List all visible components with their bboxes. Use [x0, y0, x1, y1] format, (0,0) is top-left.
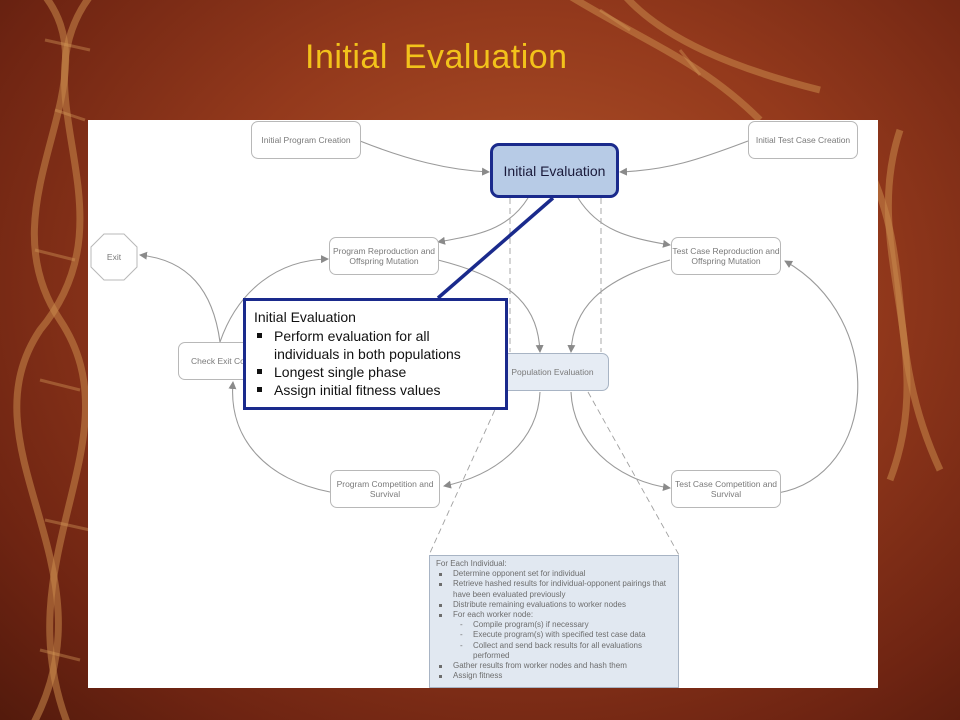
detail-subitem: Collect and send back results for all ev… [436, 641, 672, 661]
detail-list: Determine opponent set for individual Re… [436, 569, 672, 681]
program-reproduction-node: Program Reproduction and Offspring Mutat… [329, 237, 439, 275]
initial-test-case-creation-node: Initial Test Case Creation [748, 121, 858, 159]
initial-evaluation-callout: Initial Evaluation Perform evaluation fo… [243, 298, 508, 410]
detail-item: Determine opponent set for individual [436, 569, 672, 579]
initial-test-case-creation-label: Initial Test Case Creation [755, 135, 851, 145]
initial-program-creation-label: Initial Program Creation [261, 135, 351, 145]
callout-item: Assign initial fitness values [254, 381, 497, 399]
detail-item: Distribute remaining evaluations to work… [436, 600, 672, 610]
exit-node: Exit [90, 233, 138, 281]
program-competition-node: Program Competition and Survival [330, 470, 440, 508]
diagram-connectors [139, 140, 859, 556]
population-evaluation-node: Population Evaluation [496, 353, 609, 391]
initial-evaluation-label: Initial Evaluation [503, 162, 606, 179]
test-case-reproduction-label: Test Case Reproduction and Offspring Mut… [672, 246, 780, 266]
test-case-reproduction-node: Test Case Reproduction and Offspring Mut… [671, 237, 781, 275]
test-case-competition-node: Test Case Competition and Survival [671, 470, 781, 508]
detail-item: For each worker node: [436, 610, 672, 620]
callout-pointer [436, 196, 555, 300]
exit-label: Exit [106, 252, 122, 262]
check-exit-label: Check Exit Co [191, 356, 245, 366]
detail-item: Retrieve hashed results for individual-o… [436, 579, 672, 599]
detail-subitem: Execute program(s) with specified test c… [436, 630, 672, 640]
population-evaluation-label: Population Evaluation [511, 367, 594, 377]
callout-item: Perform evaluation for all individuals i… [254, 327, 497, 363]
callout-title: Initial Evaluation [254, 309, 356, 325]
initial-program-creation-node: Initial Program Creation [251, 121, 361, 159]
detail-heading: For Each Individual: [436, 559, 507, 568]
callout-item: Longest single phase [254, 363, 497, 381]
detail-item: Assign fitness [436, 671, 672, 681]
detail-subitem: Compile program(s) if necessary [436, 620, 672, 630]
program-competition-label: Program Competition and Survival [336, 479, 434, 499]
test-case-competition-label: Test Case Competition and Survival [674, 479, 778, 499]
diagram-panel: Initial Program Creation Initial Test Ca… [88, 120, 878, 688]
initial-evaluation-node: Initial Evaluation [490, 143, 619, 198]
program-reproduction-label: Program Reproduction and Offspring Mutat… [332, 246, 436, 266]
detail-item: Gather results from worker nodes and has… [436, 661, 672, 671]
slide-title: Initial Evaluation [305, 38, 568, 76]
evaluation-detail-box: For Each Individual: Determine opponent … [429, 555, 679, 688]
exit-octagon-shape [90, 233, 138, 281]
callout-list: Perform evaluation for all individuals i… [254, 327, 497, 399]
